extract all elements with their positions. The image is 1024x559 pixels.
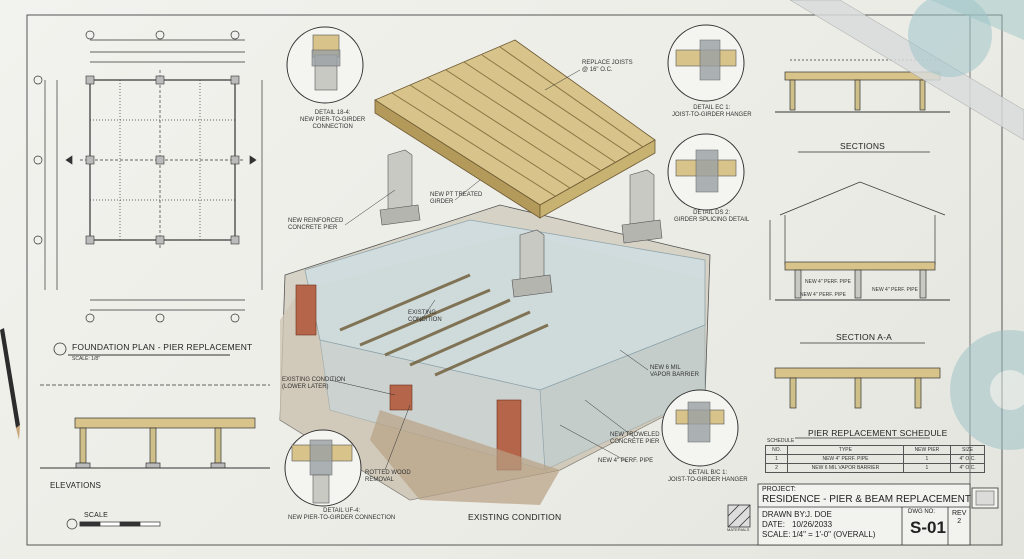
rev-value: REV 2 [952,510,967,526]
scale-title: SCALE [84,512,108,519]
table-row: 2 NEW 6 MIL VAPOR BARRIER 1 4" O.C. [764,463,985,473]
dwg-no-value: S-01 [910,518,946,537]
section-aa-drawing [769,181,950,301]
schedule-small-label: SCHEDULE [767,438,795,444]
isometric-joist-frame [374,39,656,219]
section-pipe-label-1: NEW 4" PERF. PIPE [805,279,851,285]
reinforced-pier-label: NEW REINFORCED CONCRETE PIER [288,218,344,231]
schedule-header: NEW PIER [902,445,952,455]
schedule-header: SIZE [950,445,985,455]
detail-ec1-label: DETAIL EC 1: JOIST-TO-GIRDER HANGER [672,105,752,118]
detail-ds2-label: DETAIL DS 2: GIRDER SPLICING DETAIL [674,210,750,223]
scale-label: SCALE: [762,530,791,539]
schedule-cell: NEW 4" PERF. PIPE [787,454,904,464]
schedule-cell: 1 [902,463,952,473]
existing-condition-callout: EXISTING CONDITION [408,310,442,323]
joists-label: REPLACE JOISTS @ 16" O.C. [582,60,633,73]
table-row: 1 NEW 4" PERF. PIPE 1 4" O.C. [764,454,985,464]
date-label: DATE: [762,520,785,529]
materials-label: MATERIALS [727,527,750,532]
protractor-tool [908,0,1024,450]
girder-label: NEW PT TREATED GIRDER [430,192,483,205]
drawn-by-label: DRAWN BY: [762,510,807,519]
schedule-cell: NEW 6 MIL VAPOR BARRIER [787,463,904,473]
scale-bar [66,518,161,530]
schedule-cell: 1 [764,454,789,464]
detail-bc1-label: DETAIL B/C 1: JOIST-TO-GIRDER HANGER [668,470,748,483]
drawn-by-value: J. DOE [806,510,832,519]
section-pipe-label-3: NEW 4" PERF. PIPE [872,287,918,293]
isometric-new-piers [379,149,663,298]
schedule-title: PIER REPLACEMENT SCHEDULE [808,428,948,438]
leader-lines [329,69,649,471]
existing-later-label: EXISTING CONDITION (LOWER LATER) [282,377,346,390]
vapor-barrier-label: NEW 6 MIL VAPOR BARRIER [650,365,699,378]
schedule-cell: 1 [902,454,952,464]
schedule-header-row: NO. TYPE NEW PIER SIZE [764,445,985,455]
pier-schedule-table: NO. TYPE NEW PIER SIZE 1 NEW 4" PERF. PI… [764,445,985,473]
section-pipe-label-2: NEW 4" PERF. PIPE [800,292,846,298]
new-pipe-label: NEW 4" PERF. PIPE [598,458,654,464]
scale-value: 1/4" = 1'-0" (OVERALL) [792,530,876,539]
existing-condition-title: EXISTING CONDITION [468,512,562,522]
section-aa-title: SECTION A-A [836,332,893,342]
rotted-wood-label: ROTTED WOOD REMOVAL [365,470,411,483]
schedule-header: NO. [764,445,789,455]
elevation-drawing [40,384,270,469]
elevations-title: ELEVATIONS [50,481,102,490]
detail-contents [291,34,737,504]
schedule-header: TYPE [787,445,904,455]
date-value: 10/26/2033 [792,520,833,529]
foundation-piers [85,75,240,245]
project-label: PROJECT: [762,486,796,493]
schedule-elevation [774,367,941,409]
schedule-cell: 4" O.C. [950,454,985,464]
project-name: RESIDENCE - PIER & BEAM REPLACEMENT [762,494,971,505]
schedule-cell: 4" O.C. [950,463,985,473]
foundation-plan [33,30,263,323]
schedule-cell: 2 [764,463,789,473]
foundation-plan-title: FOUNDATION PLAN - PIER REPLACEMENT [72,342,253,352]
title-block [727,483,999,546]
sheet-border [26,14,1003,546]
foundation-plan-scale: SCALE: 1/8" [72,356,100,362]
sections-title: SECTIONS [840,141,886,151]
new-concrete-label: NEW TROWELED CONCRETE PIER [610,432,660,445]
detail-18a-label: DETAIL 18-4: NEW PIER-TO-GIRDER CONNECTI… [300,110,366,130]
isometric-foundation [279,204,711,505]
dwg-no-label: DWG NO: [908,509,935,515]
detail-uf4-label: DETAIL UF-4: NEW PIER-TO-GIRDER CONNECTI… [288,508,396,521]
pencil-tool [0,328,20,440]
